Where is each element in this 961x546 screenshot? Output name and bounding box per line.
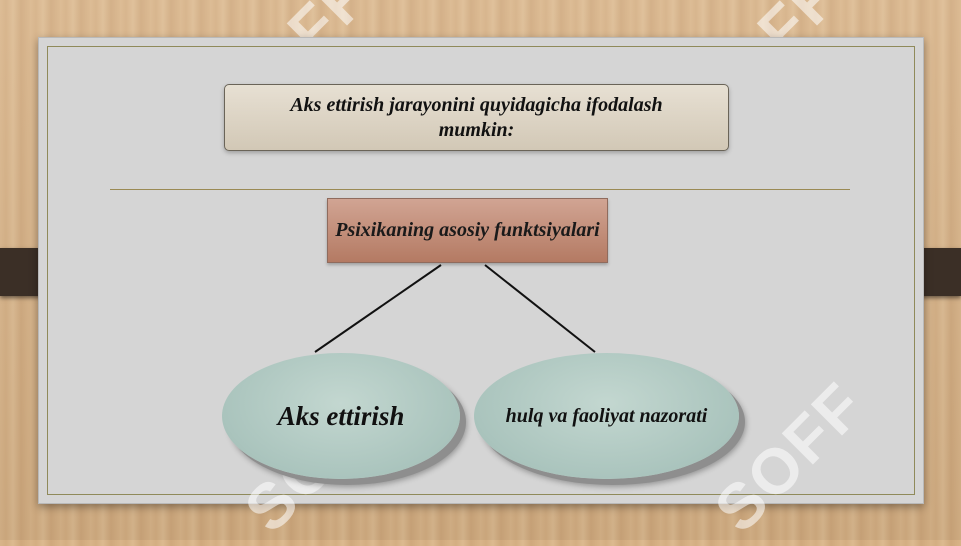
slide-title: Aks ettirish jarayonini quyidagicha ifod… [224,84,729,151]
child-node-hulq-faoliyat: hulq va faoliyat nazorati [474,353,739,479]
connector-line-left [314,264,442,353]
root-node: Psixikaning asosiy funktsiyalari [327,198,608,263]
title-divider [110,189,850,190]
child-node-aks-ettirish: Aks ettirish [222,353,460,479]
connector-line-right [484,264,596,353]
board-frame [47,46,915,495]
